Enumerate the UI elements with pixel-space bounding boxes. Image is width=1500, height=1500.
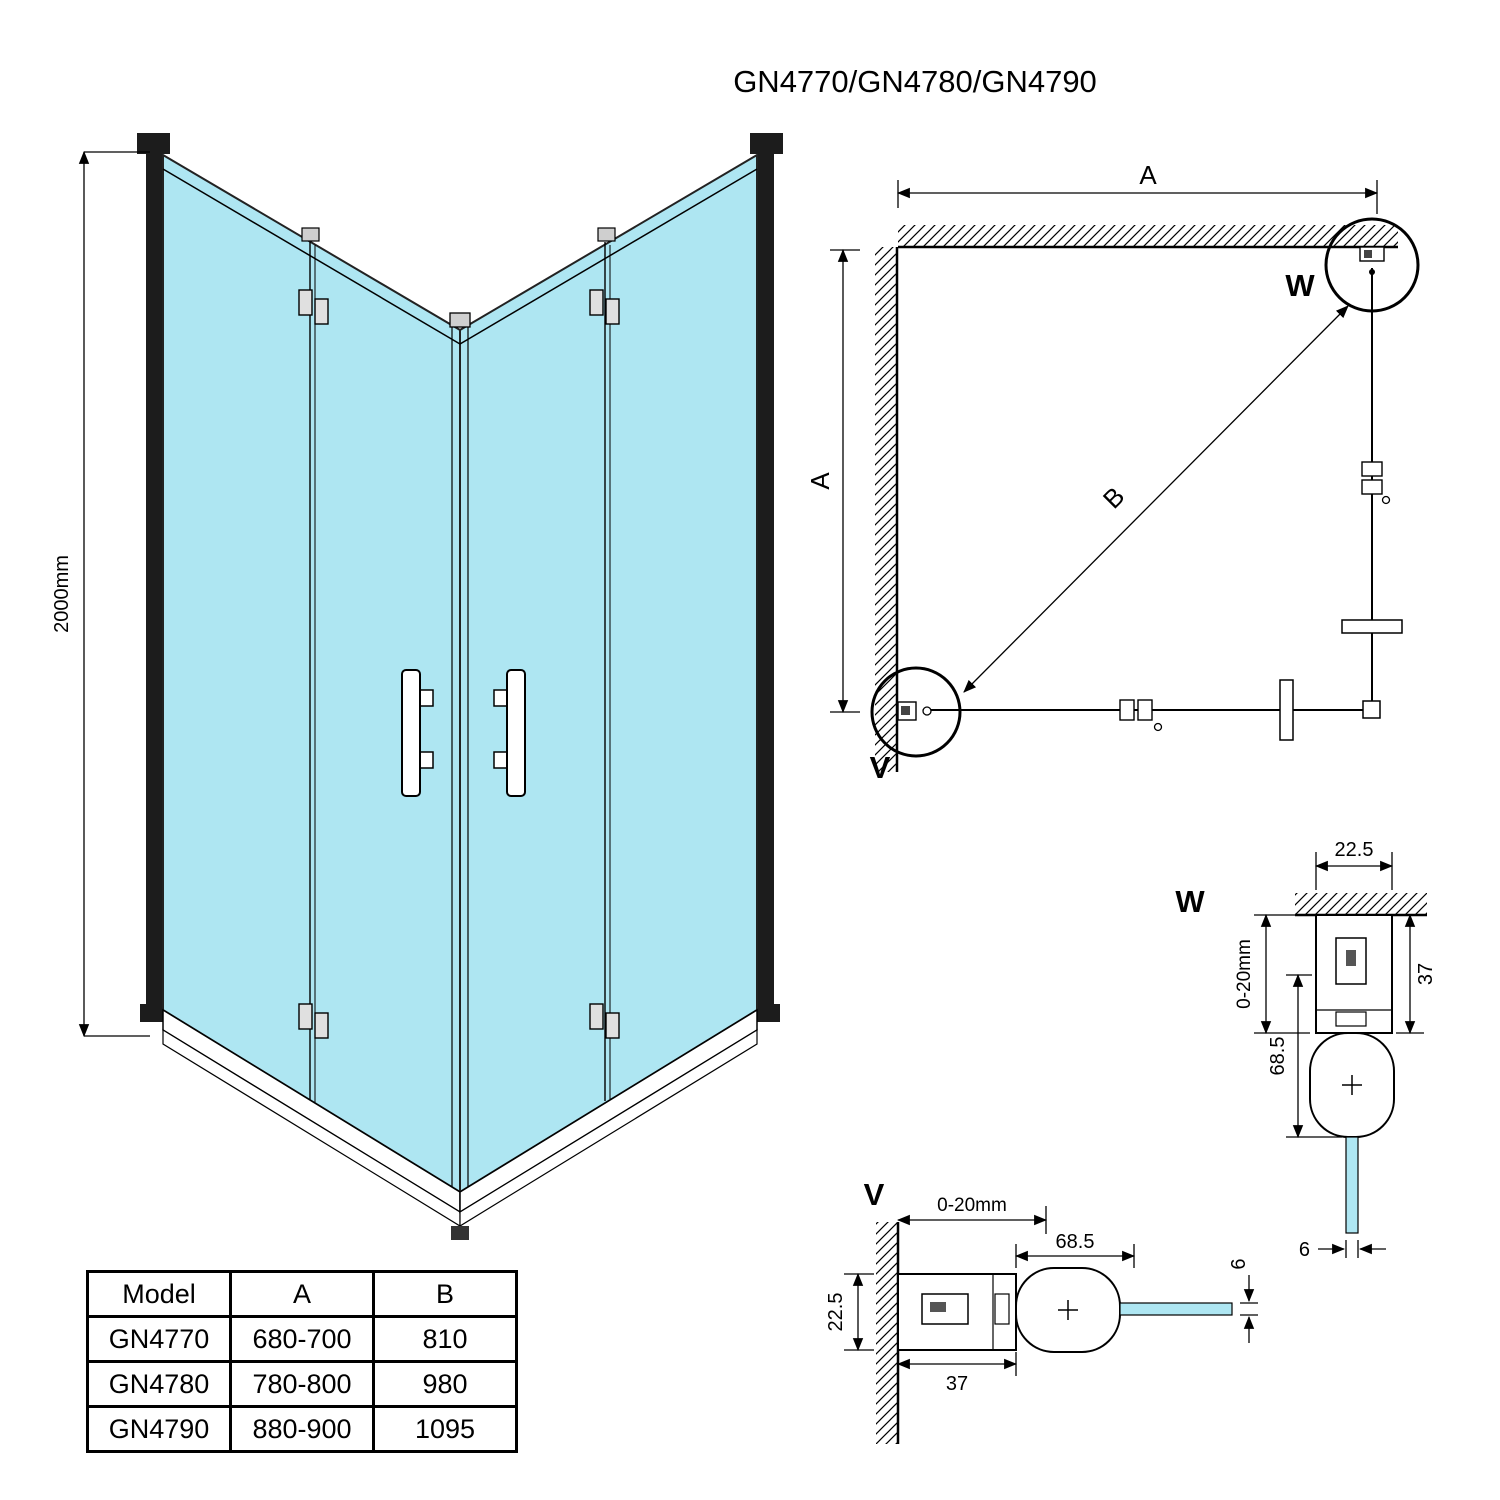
plan-knob xyxy=(1153,722,1163,732)
hinge-plate xyxy=(314,1012,329,1039)
plan-corner-joint xyxy=(1362,700,1381,719)
detail-v: V 0-20mm 68.5 22.5 37 xyxy=(825,1177,1258,1444)
hinge-pin-right xyxy=(597,227,616,242)
detail-w-wall-hatch xyxy=(1295,893,1427,915)
top-frame-line-left xyxy=(162,168,461,345)
a-cell: 780-800 xyxy=(229,1360,375,1408)
right-top-wall-bracket xyxy=(750,133,783,154)
right-bottom-bracket xyxy=(754,1004,780,1022)
detail-circle-w xyxy=(1324,217,1420,313)
plan-w-label: W xyxy=(1285,268,1315,303)
table-row: GN4780 780-800 980 xyxy=(86,1360,518,1408)
table-row: GN4790 880-900 1095 xyxy=(86,1405,518,1453)
door-handle-left xyxy=(401,669,434,797)
model-cell: GN4790 xyxy=(86,1405,232,1453)
plan-handle-bottom xyxy=(1279,679,1294,741)
detail-v-wall-label: 22.5 xyxy=(825,1293,847,1332)
dim-a-side-label: A xyxy=(805,472,835,490)
detail-v-glass xyxy=(1119,1302,1233,1316)
detail-w-adjust-label: 0-20mm xyxy=(1234,939,1255,1009)
hinge-pin-left xyxy=(301,227,320,242)
height-dimension-label: 2000mm xyxy=(51,555,73,633)
spec-header-a: A xyxy=(229,1270,375,1318)
plan-knob xyxy=(1381,495,1391,505)
model-cell: GN4770 xyxy=(86,1315,232,1363)
detail-v-profile-clip xyxy=(994,1293,1010,1325)
detail-w-glass-label: 6 xyxy=(1299,1239,1310,1261)
a-cell: 680-700 xyxy=(229,1315,375,1363)
detail-v-total-label: 68.5 xyxy=(1056,1231,1095,1253)
plan-hinge xyxy=(1137,699,1153,721)
a-cell: 880-900 xyxy=(229,1405,375,1453)
left-bottom-bracket xyxy=(140,1004,166,1022)
detail-circle-v xyxy=(870,666,962,758)
front-view: 2000mm xyxy=(51,133,783,1240)
hinge-plate xyxy=(298,289,313,316)
detail-v-profile-core xyxy=(930,1302,946,1312)
b-cell: 980 xyxy=(372,1360,518,1408)
detail-v-adjust-label: 0-20mm xyxy=(937,1195,1007,1216)
detail-v-depth-label: 37 xyxy=(946,1373,968,1395)
dimension-b: B xyxy=(963,305,1349,693)
w-glyph-dot xyxy=(1369,269,1375,275)
door-handle-right xyxy=(493,669,526,797)
plan-handle-right xyxy=(1341,619,1403,634)
detail-w-profile-core xyxy=(1346,950,1356,966)
detail-w: W 22.5 37 68.5 0-20mm xyxy=(1175,839,1437,1261)
plan-hinge xyxy=(1119,699,1135,721)
v-glyph-dot xyxy=(922,706,932,716)
plan-hinge xyxy=(1361,479,1383,495)
dimension-a-side: A xyxy=(805,248,860,714)
left-top-wall-bracket xyxy=(137,133,170,154)
spec-header-model: Model xyxy=(86,1270,232,1318)
v-wall-glyph-core xyxy=(901,706,910,715)
hinge-plate xyxy=(314,298,329,325)
detail-w-width-label: 22.5 xyxy=(1335,839,1374,861)
hinge-plate xyxy=(589,1003,604,1030)
dimension-height: 2000mm xyxy=(51,150,150,1038)
dim-a-top-label: A xyxy=(1139,160,1157,190)
plan-v-label: V xyxy=(870,750,891,785)
corner-top-hinge xyxy=(449,312,471,328)
table-row: GN4770 680-700 810 xyxy=(86,1315,518,1363)
detail-w-glass xyxy=(1345,1136,1359,1234)
hinge-plate xyxy=(605,1012,620,1039)
wall-hatch-top xyxy=(898,225,1398,247)
wall-hatch-left xyxy=(875,247,897,772)
plan-view: W V A A B xyxy=(805,160,1420,785)
right-wall-profile xyxy=(758,140,774,1018)
plan-hinge xyxy=(1361,461,1383,477)
dimension-a-top: A xyxy=(896,160,1379,214)
left-wall-profile xyxy=(146,140,162,1018)
w-wall-glyph-core xyxy=(1364,250,1372,258)
detail-v-label: V xyxy=(864,1177,885,1212)
hinge-plate xyxy=(589,289,604,316)
detail-w-total-label: 68.5 xyxy=(1267,1037,1289,1076)
diagram-title: GN4770/GN4780/GN4790 xyxy=(733,64,1097,99)
dim-b-label: B xyxy=(1097,481,1130,514)
top-frame-line-right xyxy=(459,168,758,345)
detail-w-profile-clip xyxy=(1335,1011,1367,1027)
model-cell: GN4780 xyxy=(86,1360,232,1408)
corner-floor-bracket xyxy=(451,1226,469,1240)
b-cell: 1095 xyxy=(372,1405,518,1453)
hinge-plate xyxy=(605,298,620,325)
spec-table-header-row: Model A B xyxy=(86,1270,518,1318)
detail-w-label: W xyxy=(1175,884,1205,919)
detail-v-glass-label: 6 xyxy=(1228,1258,1250,1269)
b-cell: 810 xyxy=(372,1315,518,1363)
spec-header-b: B xyxy=(372,1270,518,1318)
detail-w-depth-label: 37 xyxy=(1415,963,1437,985)
hinge-plate xyxy=(298,1003,313,1030)
spec-table: Model A B GN4770 680-700 810 GN4780 780-… xyxy=(86,1270,518,1453)
detail-v-wall-hatch xyxy=(876,1222,898,1444)
